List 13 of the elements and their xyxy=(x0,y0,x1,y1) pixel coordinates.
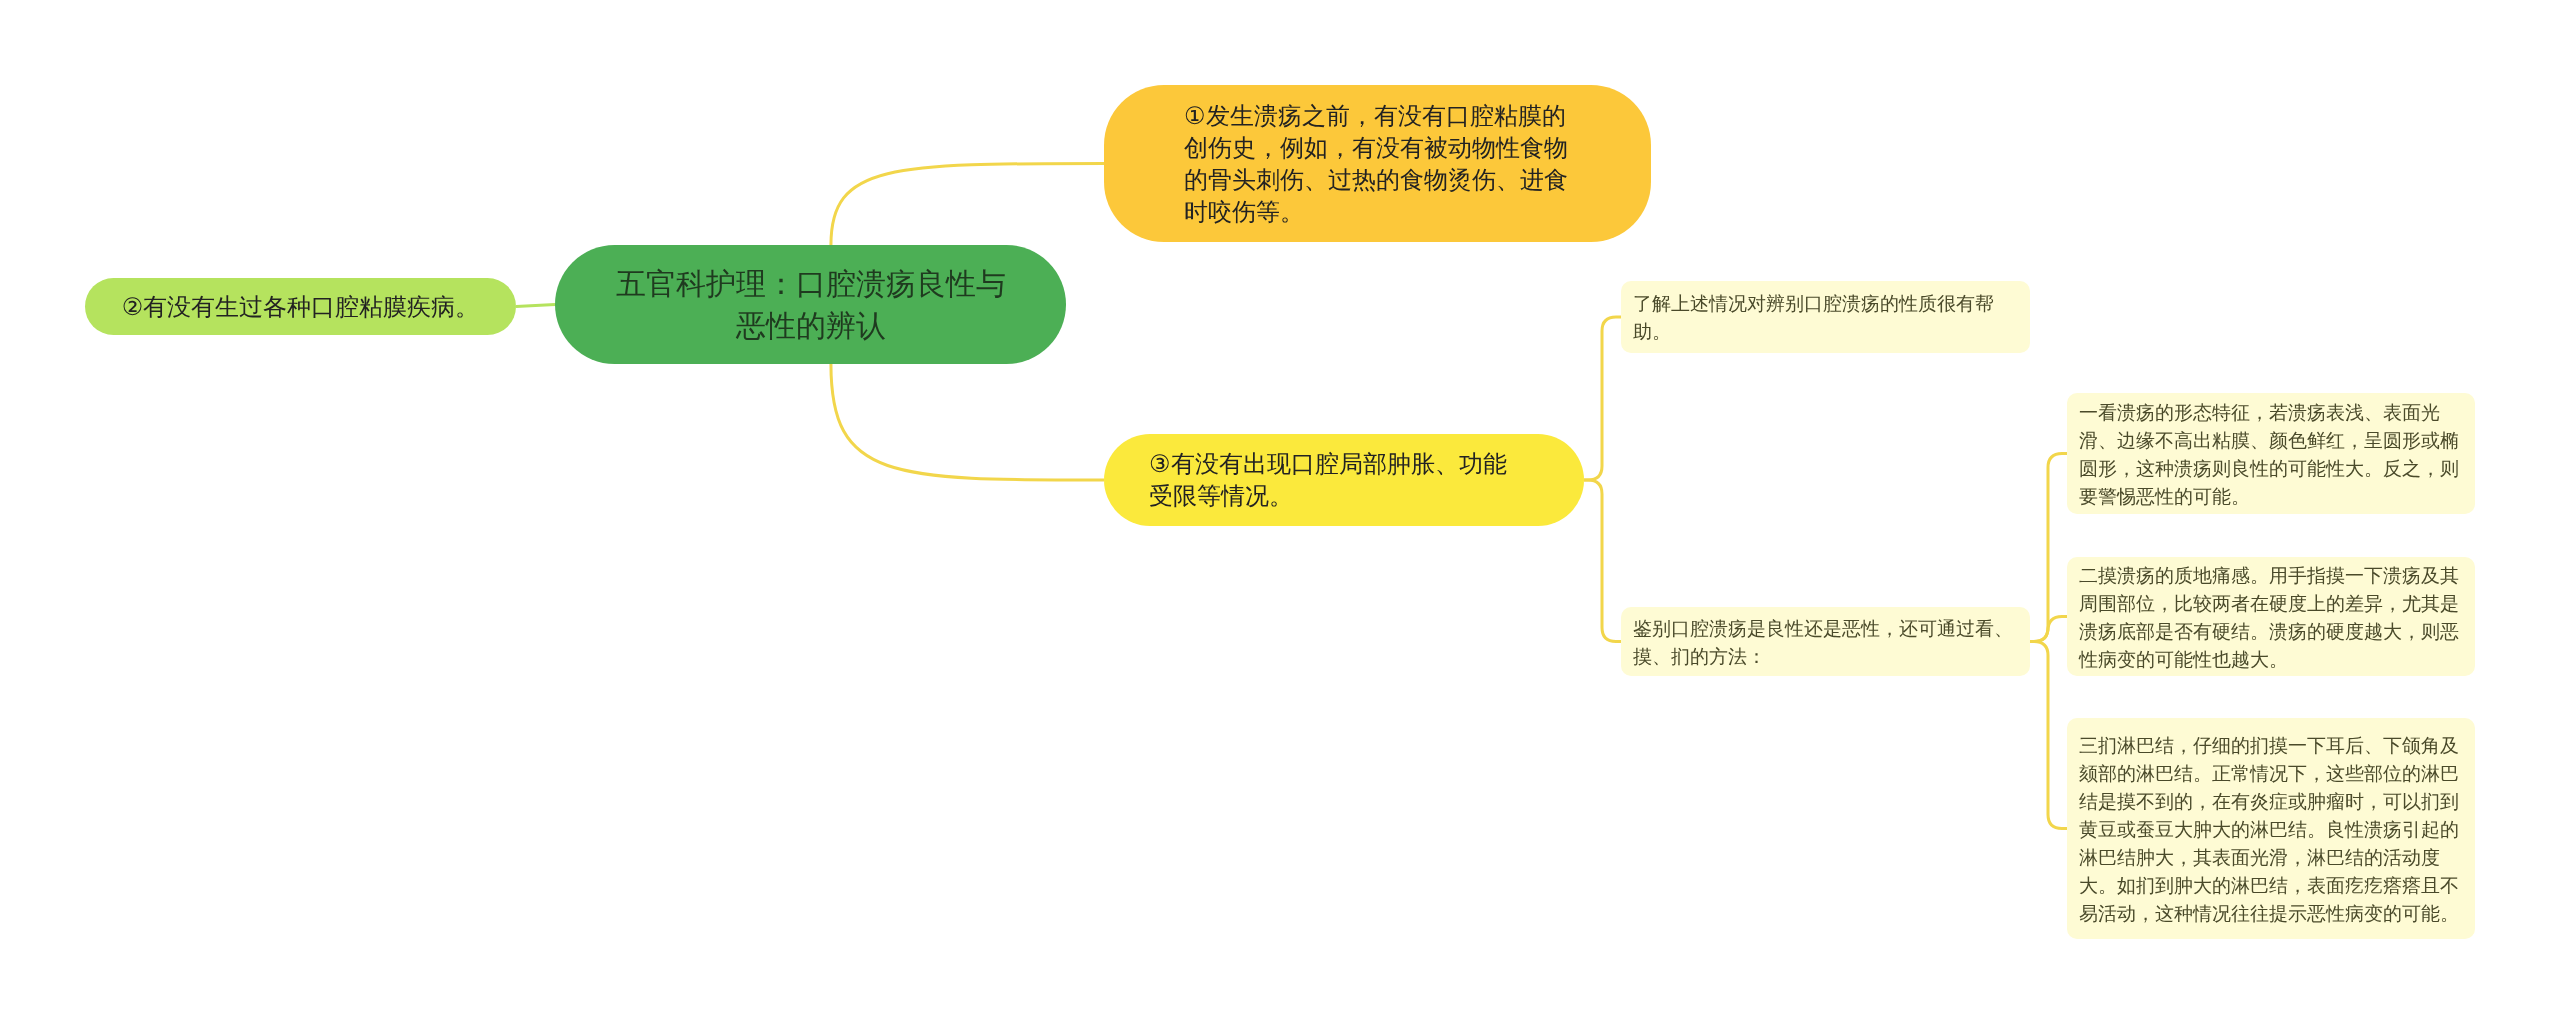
note-card: 三扪淋巴结，仔细的扪摸一下耳后、下颌角及颏部的淋巴结。正常情况下，这些部位的淋巴结是摸不到的，在有炎症或肿瘤时，可以扪到黄豆或蚕豆大肿大的淋巴结。良性溃疡引起的淋巴结肿大，其表面光滑，淋巴结的活动度大。如扪到肿大的淋巴结，表面疙疙瘩瘩且不易活动，这种情况往往提示恶性病变的可能。 xyxy=(2067,718,2475,939)
connector-line xyxy=(829,162,1104,246)
note-card: 一看溃疡的形态特征，若溃疡表浅、表面光滑、边缘不高出粘膜、颜色鲜红，呈圆形或椭圆形，这种溃疡则良性的可能性大。反之，则要警惕恶性的可能。 xyxy=(2067,393,2475,514)
topic-bubble: ②有没有生过各种口腔粘膜疾病。 xyxy=(85,278,516,335)
connector-line xyxy=(829,363,1104,482)
topic-bubble: 五官科护理：口腔溃疡良性与恶性的辨认 xyxy=(555,245,1066,364)
connector-line xyxy=(1584,478,1621,643)
note-card: 了解上述情况对辨别口腔溃疡的性质很有帮助。 xyxy=(1621,281,2030,353)
connector-line xyxy=(515,303,556,308)
topic-bubble: ③有没有出现口腔局部肿胀、功能受限等情况。 xyxy=(1104,434,1584,526)
note-card: 二摸溃疡的质地痛感。用手指摸一下溃疡及其周围部位，比较两者在硬度上的差异，尤其是溃疡底部是否有硬结。溃疡的硬度越大，则恶性病变的可能性也越大。 xyxy=(2067,557,2475,676)
note-card: 鉴别口腔溃疡是良性还是恶性，还可通过看、摸、扪的方法： xyxy=(1621,607,2030,676)
topic-bubble: ①发生溃疡之前，有没有口腔粘膜的创伤史，例如，有没有被动物性食物的骨头刺伤、过热的食物烫伤、进食时咬伤等。 xyxy=(1104,85,1651,242)
